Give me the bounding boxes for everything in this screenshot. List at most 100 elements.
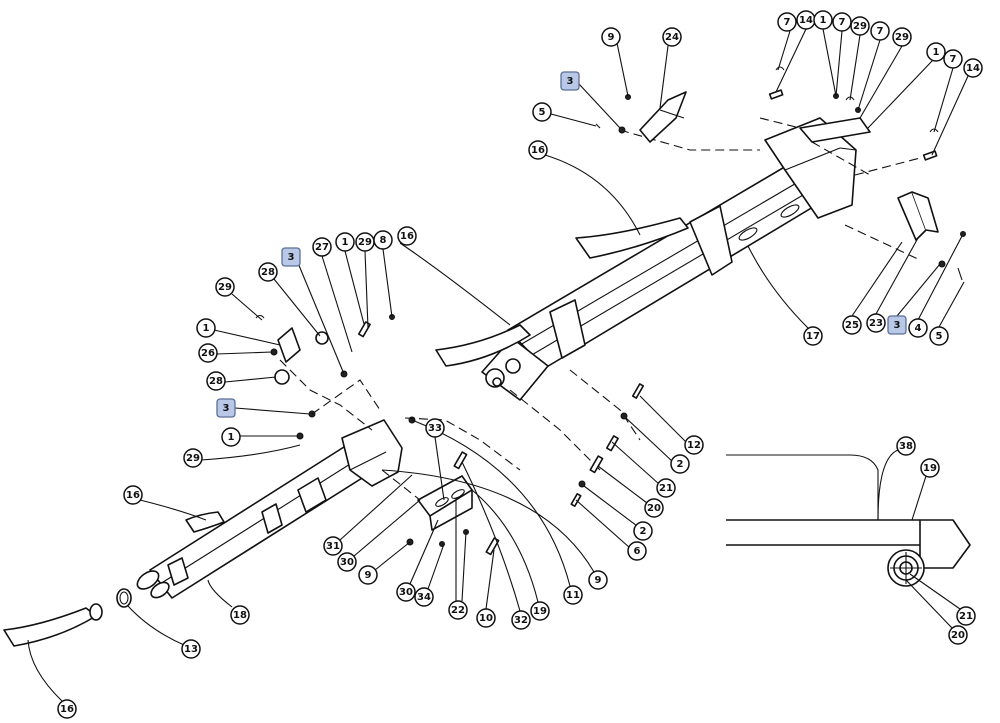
callout-30: 30 <box>396 582 416 602</box>
callout-1: 1 <box>221 427 241 447</box>
callout-marker <box>511 610 531 630</box>
callout-marker <box>777 12 797 32</box>
callout-10: 10 <box>476 608 496 628</box>
callout-18: 18 <box>230 605 250 625</box>
callout-marker <box>532 102 552 122</box>
callout-marker <box>528 140 548 160</box>
callout-19: 19 <box>530 601 550 621</box>
callout-marker <box>123 485 143 505</box>
callout-label: 21 <box>959 611 973 622</box>
callout-4: 4 <box>908 318 928 338</box>
callout-marker <box>281 247 301 267</box>
callout-marker <box>57 699 77 719</box>
callout-16: 16 <box>57 699 77 719</box>
callout-label: 3 <box>288 252 295 263</box>
callout-1: 1 <box>926 42 946 62</box>
callout-marker <box>183 448 203 468</box>
callout-marker <box>196 318 216 338</box>
callout-label: 1 <box>342 237 349 248</box>
callout-marker <box>335 232 355 252</box>
callout-9: 9 <box>601 27 621 47</box>
callout-label: 29 <box>186 453 200 464</box>
callout-16: 16 <box>123 485 143 505</box>
callout-label: 25 <box>845 320 859 331</box>
callout-label: 12 <box>687 440 701 451</box>
callout-1: 1 <box>813 10 833 30</box>
callout-marker <box>870 21 890 41</box>
callout-label: 23 <box>869 318 883 329</box>
callout-label: 18 <box>233 610 247 621</box>
callout-label: 8 <box>380 235 387 246</box>
callout-16: 16 <box>397 226 417 246</box>
callout-marker <box>530 601 550 621</box>
callout-12: 12 <box>684 435 704 455</box>
top-hardware <box>768 66 939 161</box>
callout-5: 5 <box>532 102 552 122</box>
callout-2: 2 <box>670 454 690 474</box>
callout-marker <box>215 277 235 297</box>
callout-marker <box>926 42 946 62</box>
callout-marker <box>684 435 704 455</box>
callout-14: 14 <box>963 58 983 78</box>
callout-label: 6 <box>634 546 641 557</box>
callout-label: 26 <box>201 348 215 359</box>
callout-marker <box>948 625 968 645</box>
callout-7: 7 <box>870 21 890 41</box>
callout-3: 3 <box>887 315 907 335</box>
callout-label: 9 <box>608 32 615 43</box>
callout-marker <box>358 565 378 585</box>
callout-label: 14 <box>799 15 813 26</box>
callout-marker <box>181 639 201 659</box>
callout-28: 28 <box>258 262 278 282</box>
lower-bracket <box>381 416 521 556</box>
callout-marker <box>887 315 907 335</box>
callout-2: 2 <box>633 521 653 541</box>
callout-marker <box>221 427 241 447</box>
callout-label: 30 <box>340 557 354 568</box>
callout-3: 3 <box>216 398 236 418</box>
callout-marker <box>813 10 833 30</box>
callout-11: 11 <box>563 585 583 605</box>
callout-marker <box>425 418 445 438</box>
callout-label: 3 <box>223 403 230 414</box>
callout-marker <box>662 27 682 47</box>
detail-inset <box>726 454 971 587</box>
callout-label: 2 <box>677 459 684 470</box>
callout-marker <box>216 398 236 418</box>
callout-marker <box>230 605 250 625</box>
callout-marker <box>866 313 886 333</box>
callout-marker <box>920 458 940 478</box>
callout-marker <box>842 315 862 335</box>
callout-label: 33 <box>428 423 442 434</box>
callout-label: 20 <box>647 503 661 514</box>
callout-label: 10 <box>479 613 493 624</box>
callout-label: 29 <box>853 21 867 32</box>
callout-label: 1 <box>203 323 210 334</box>
callout-label: 29 <box>358 237 372 248</box>
callout-marker <box>396 582 416 602</box>
callout-label: 27 <box>315 242 329 253</box>
callout-7: 7 <box>943 49 963 69</box>
callout-label: 1 <box>933 47 940 58</box>
leader-lines <box>27 28 969 702</box>
callout-label: 19 <box>923 463 937 474</box>
callout-26: 26 <box>198 343 218 363</box>
callout-label: 2 <box>640 526 647 537</box>
callout-marker <box>892 27 912 47</box>
callout-label: 5 <box>936 331 943 342</box>
callout-21: 21 <box>656 478 676 498</box>
callout-27: 27 <box>312 237 332 257</box>
callout-29: 29 <box>215 277 235 297</box>
callout-marker <box>601 27 621 47</box>
callout-label: 5 <box>539 107 546 118</box>
callout-label: 28 <box>261 267 275 278</box>
callout-marker <box>323 536 343 556</box>
callout-marker <box>476 608 496 628</box>
callout-20: 20 <box>948 625 968 645</box>
upper-frame <box>435 117 921 401</box>
callout-label: 29 <box>218 282 232 293</box>
callout-label: 9 <box>365 570 372 581</box>
callout-32: 32 <box>511 610 531 630</box>
callout-marker <box>258 262 278 282</box>
callout-label: 9 <box>595 575 602 586</box>
